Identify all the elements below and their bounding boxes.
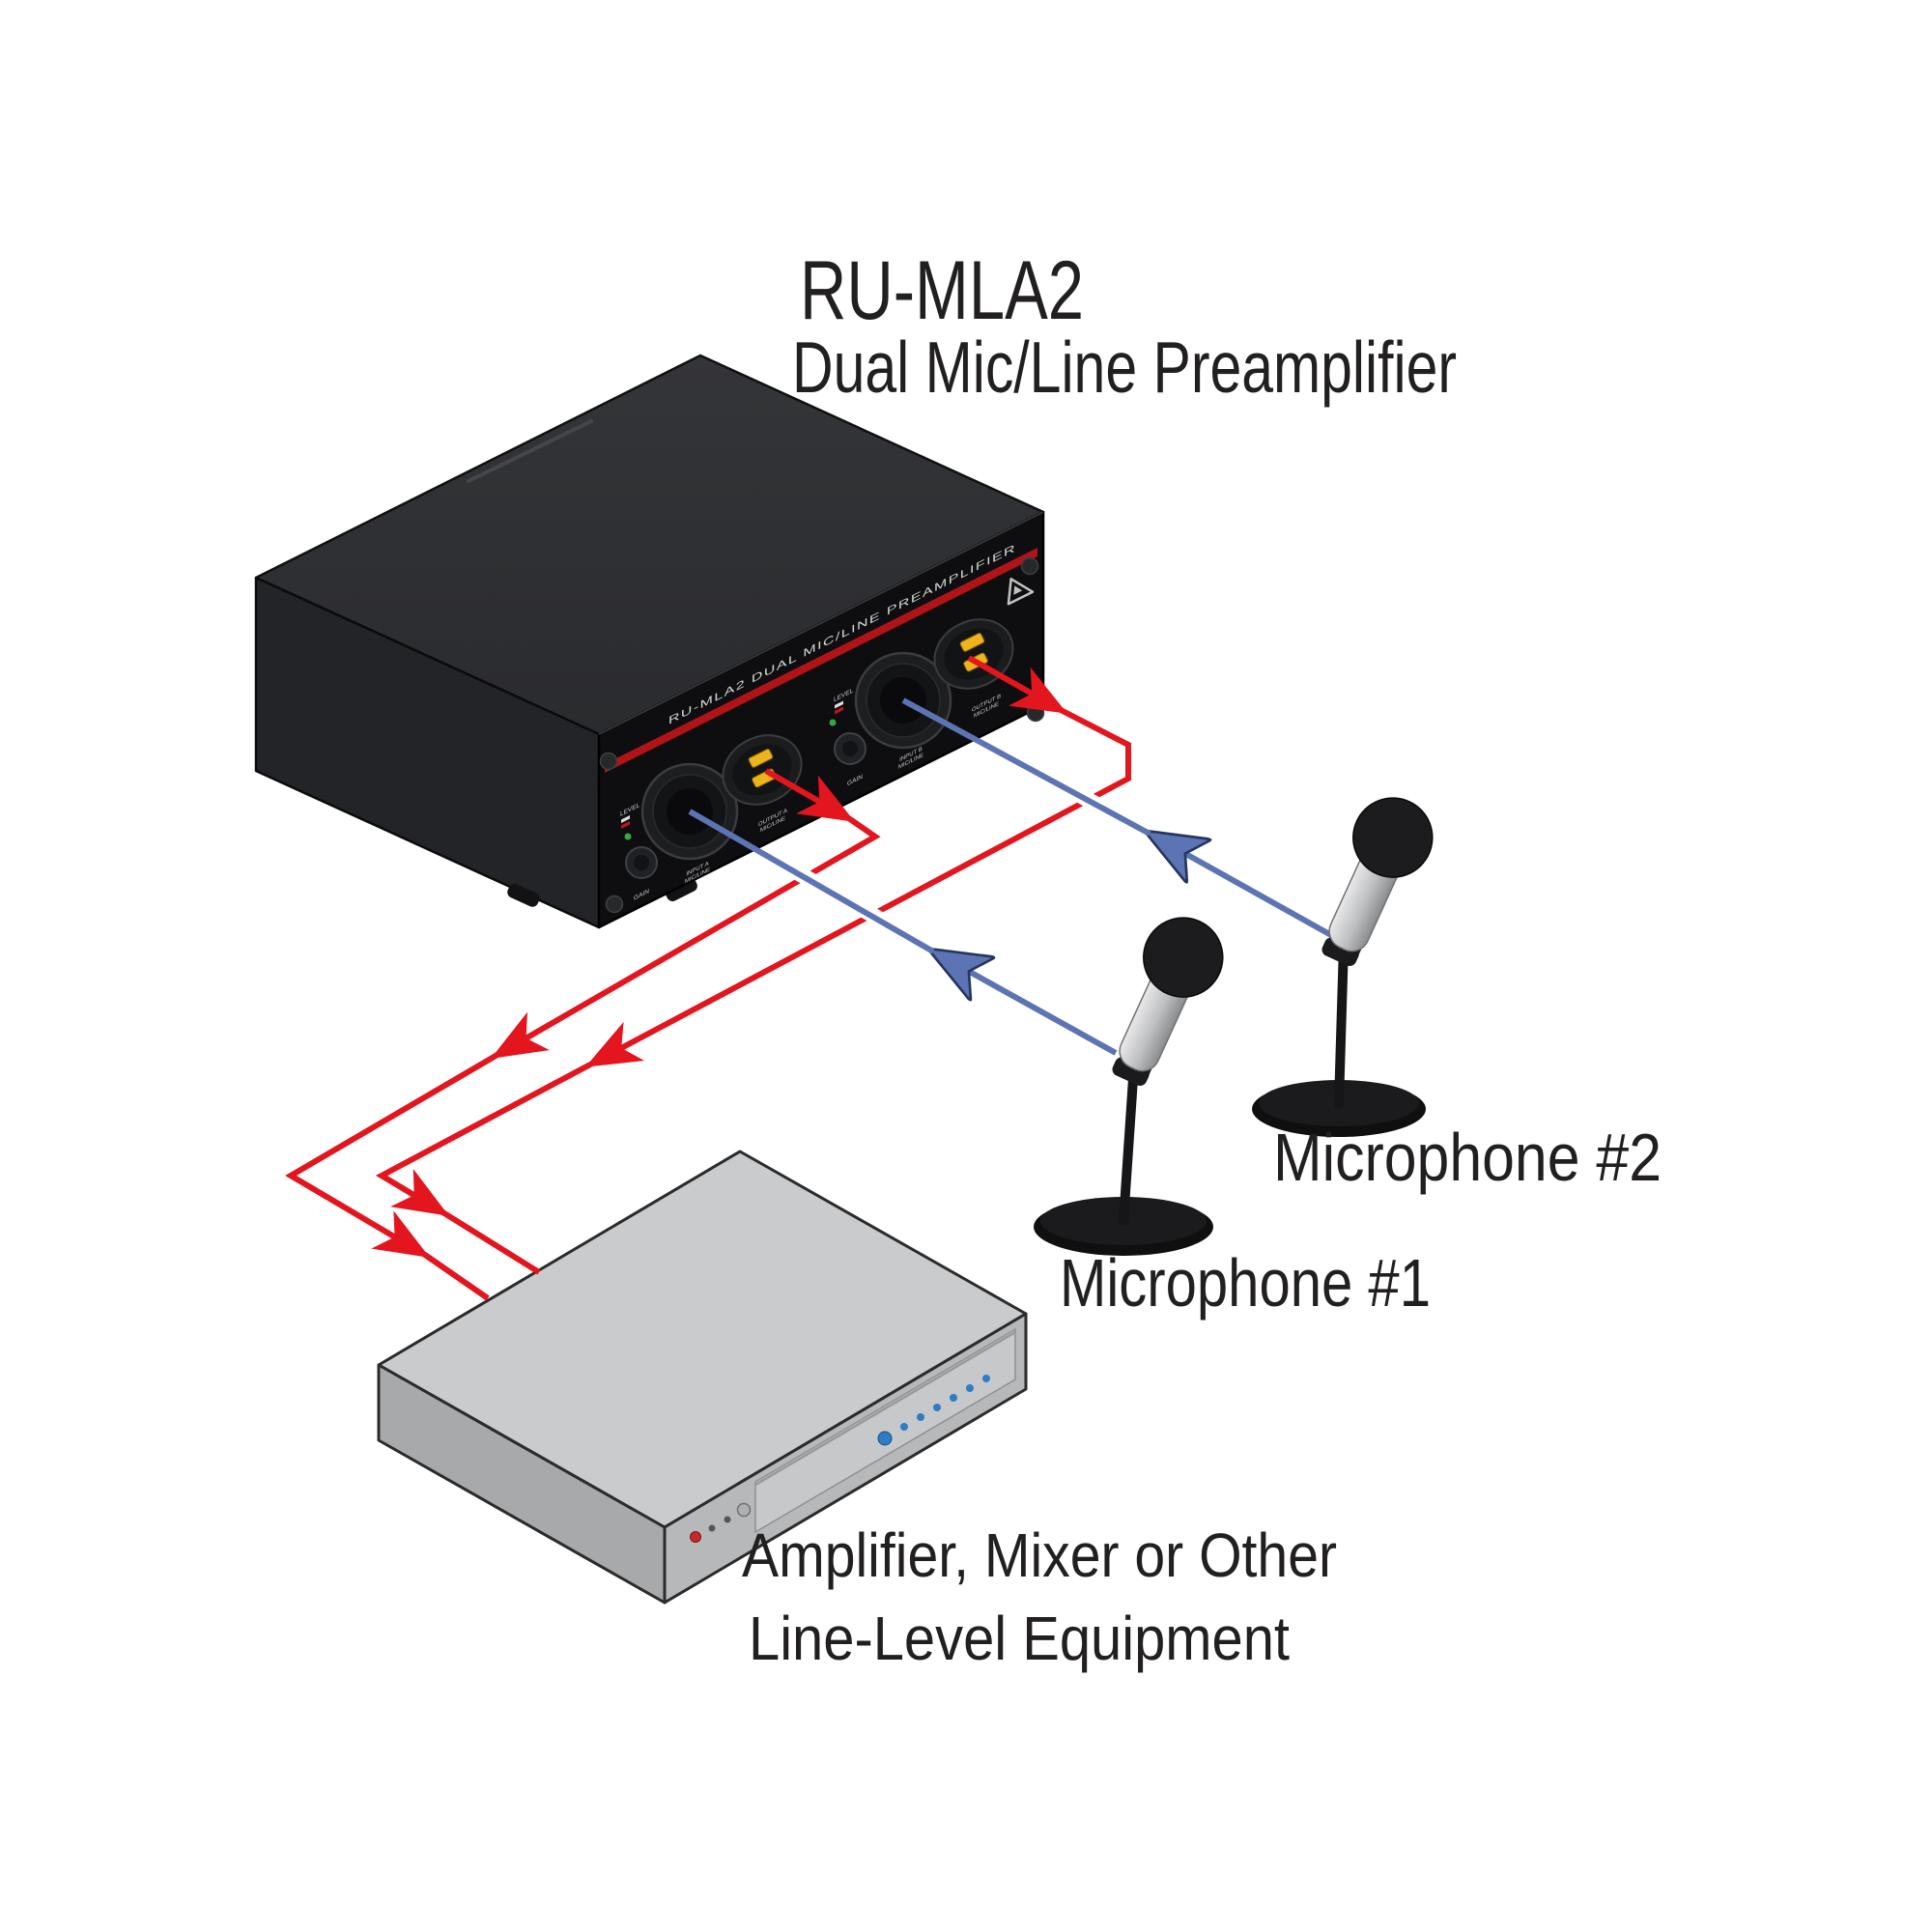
amp-led: [950, 1394, 957, 1402]
amp-led: [966, 1384, 974, 1392]
level-mark: [835, 700, 843, 709]
mic2-stand: [1334, 940, 1349, 1108]
control-dot: [708, 1524, 716, 1532]
signal-path-output-a: [285, 768, 881, 1301]
preamp-device: RU-MLA2 DUAL MIC/LINE PREAMPLIFIER: [254, 354, 1045, 929]
out-b-seg3: [375, 1062, 592, 1216]
mic1-head: [1143, 917, 1224, 998]
mic2-body-group: [1321, 797, 1434, 966]
microphone-1: [1034, 917, 1224, 1256]
amp-led: [933, 1404, 941, 1411]
page-title: RU-MLA2: [800, 244, 1084, 337]
amplifier-device: [377, 1150, 1028, 1605]
cable-2-seg1: [1150, 834, 1333, 938]
out-b-seg4: [442, 1210, 541, 1275]
screw-icon: [605, 895, 624, 914]
output-pin: [959, 632, 985, 652]
mic1-connector-end: [1112, 1057, 1150, 1086]
mic1-body-group: [1112, 917, 1224, 1086]
diagram-labels: RU-MLA2 Dual Mic/Line Preamplifier Micro…: [742, 244, 1662, 1673]
gain-knob-a: [625, 846, 658, 879]
screw-icon: [1026, 703, 1045, 723]
cable-2-seg2: [901, 697, 1151, 837]
amp-led: [877, 1431, 893, 1446]
cable-1-seg1: [933, 952, 1118, 1056]
preamp-foot: [507, 883, 540, 907]
amp-label-line2: Line-Level Equipment: [749, 1604, 1290, 1673]
screw-icon: [599, 752, 618, 771]
screw-icon: [1020, 556, 1039, 576]
level-leds-b: [829, 719, 837, 726]
amp-led: [900, 1423, 908, 1431]
out-b-seg2: [584, 708, 1131, 1067]
mic2-label: Microphone #2: [1273, 1120, 1662, 1195]
level-leds-a: [624, 833, 632, 840]
level-mark-red: [835, 706, 843, 715]
signal-path-output-b: [375, 655, 1131, 1275]
mic-cable-2: [901, 697, 1333, 938]
gain-knob-b: [834, 732, 867, 765]
amp-led: [917, 1413, 924, 1421]
mic1-stand: [1119, 1060, 1139, 1226]
mic2-connector-end: [1321, 937, 1359, 966]
mic1-label: Microphone #1: [1060, 1245, 1431, 1321]
control-dot: [724, 1516, 731, 1523]
power-led: [690, 1531, 701, 1543]
xlr-input-b: [854, 651, 952, 750]
out-a-seg2: [491, 816, 881, 1059]
panel-top-edge-highlight: [598, 511, 1044, 735]
output-pin: [748, 748, 774, 768]
top-face-highlight: [467, 419, 593, 483]
output-connector-a: [722, 734, 803, 806]
green-led: [624, 833, 632, 840]
page-subtitle: Dual Mic/Line Preamplifier: [792, 327, 1457, 408]
out-a-seg4: [423, 1252, 490, 1301]
mic2-head: [1352, 797, 1434, 878]
amp-panel-shadow: [754, 1330, 1016, 1487]
out-b-seg1: [967, 655, 1067, 714]
amp-led-row: [877, 1375, 990, 1446]
microphone-2: [1252, 797, 1434, 1137]
amp-led: [982, 1375, 990, 1382]
panel-red-stripe: [605, 548, 1037, 774]
amp-display-panel: [754, 1327, 1016, 1534]
green-led: [829, 719, 837, 726]
amp-front-controls: [690, 1502, 752, 1543]
level-mark-red: [621, 821, 630, 830]
mic-cable-1: [688, 809, 1118, 1056]
out-a-seg3: [285, 1053, 497, 1258]
power-button: [736, 1502, 752, 1518]
level-mark: [621, 815, 630, 824]
out-a-seg1: [764, 768, 855, 822]
rdl-triangle-logo-icon: [1007, 578, 1035, 606]
amp-label-line1: Amplifier, Mixer or Other: [742, 1520, 1337, 1590]
cable-1-seg2: [688, 809, 935, 954]
